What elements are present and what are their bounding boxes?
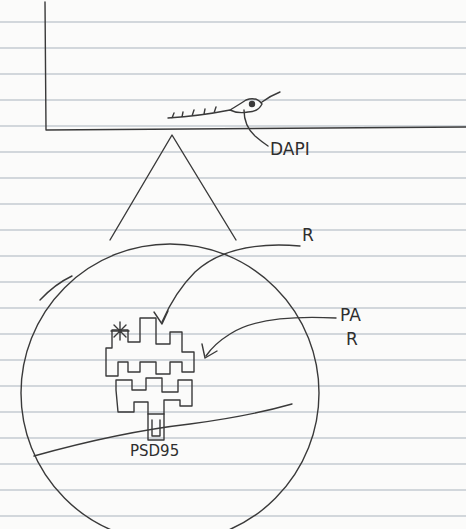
zoom-circle: PSD95 <box>20 243 320 529</box>
leader-line <box>244 110 268 146</box>
circle-outline <box>20 243 320 529</box>
image-frame <box>45 2 466 130</box>
arrowhead <box>154 311 168 324</box>
label-star <box>111 322 129 340</box>
receptor-subunit <box>106 318 194 376</box>
handwritten-label: DAPI <box>270 140 310 159</box>
receptor-subunit <box>116 378 192 414</box>
nucleus-dot <box>250 102 255 107</box>
receptor-stalk <box>148 414 164 440</box>
handwritten-label: PA <box>340 306 361 325</box>
neuron-sketch <box>168 92 280 118</box>
arrowhead <box>202 344 217 358</box>
handwritten-label: R <box>302 226 314 245</box>
zoom-triangle <box>110 135 236 240</box>
ruled-lines <box>0 22 466 516</box>
callout-arrow <box>206 317 336 356</box>
handwritten-label: R <box>346 330 358 349</box>
protein-label: PSD95 <box>128 443 181 460</box>
